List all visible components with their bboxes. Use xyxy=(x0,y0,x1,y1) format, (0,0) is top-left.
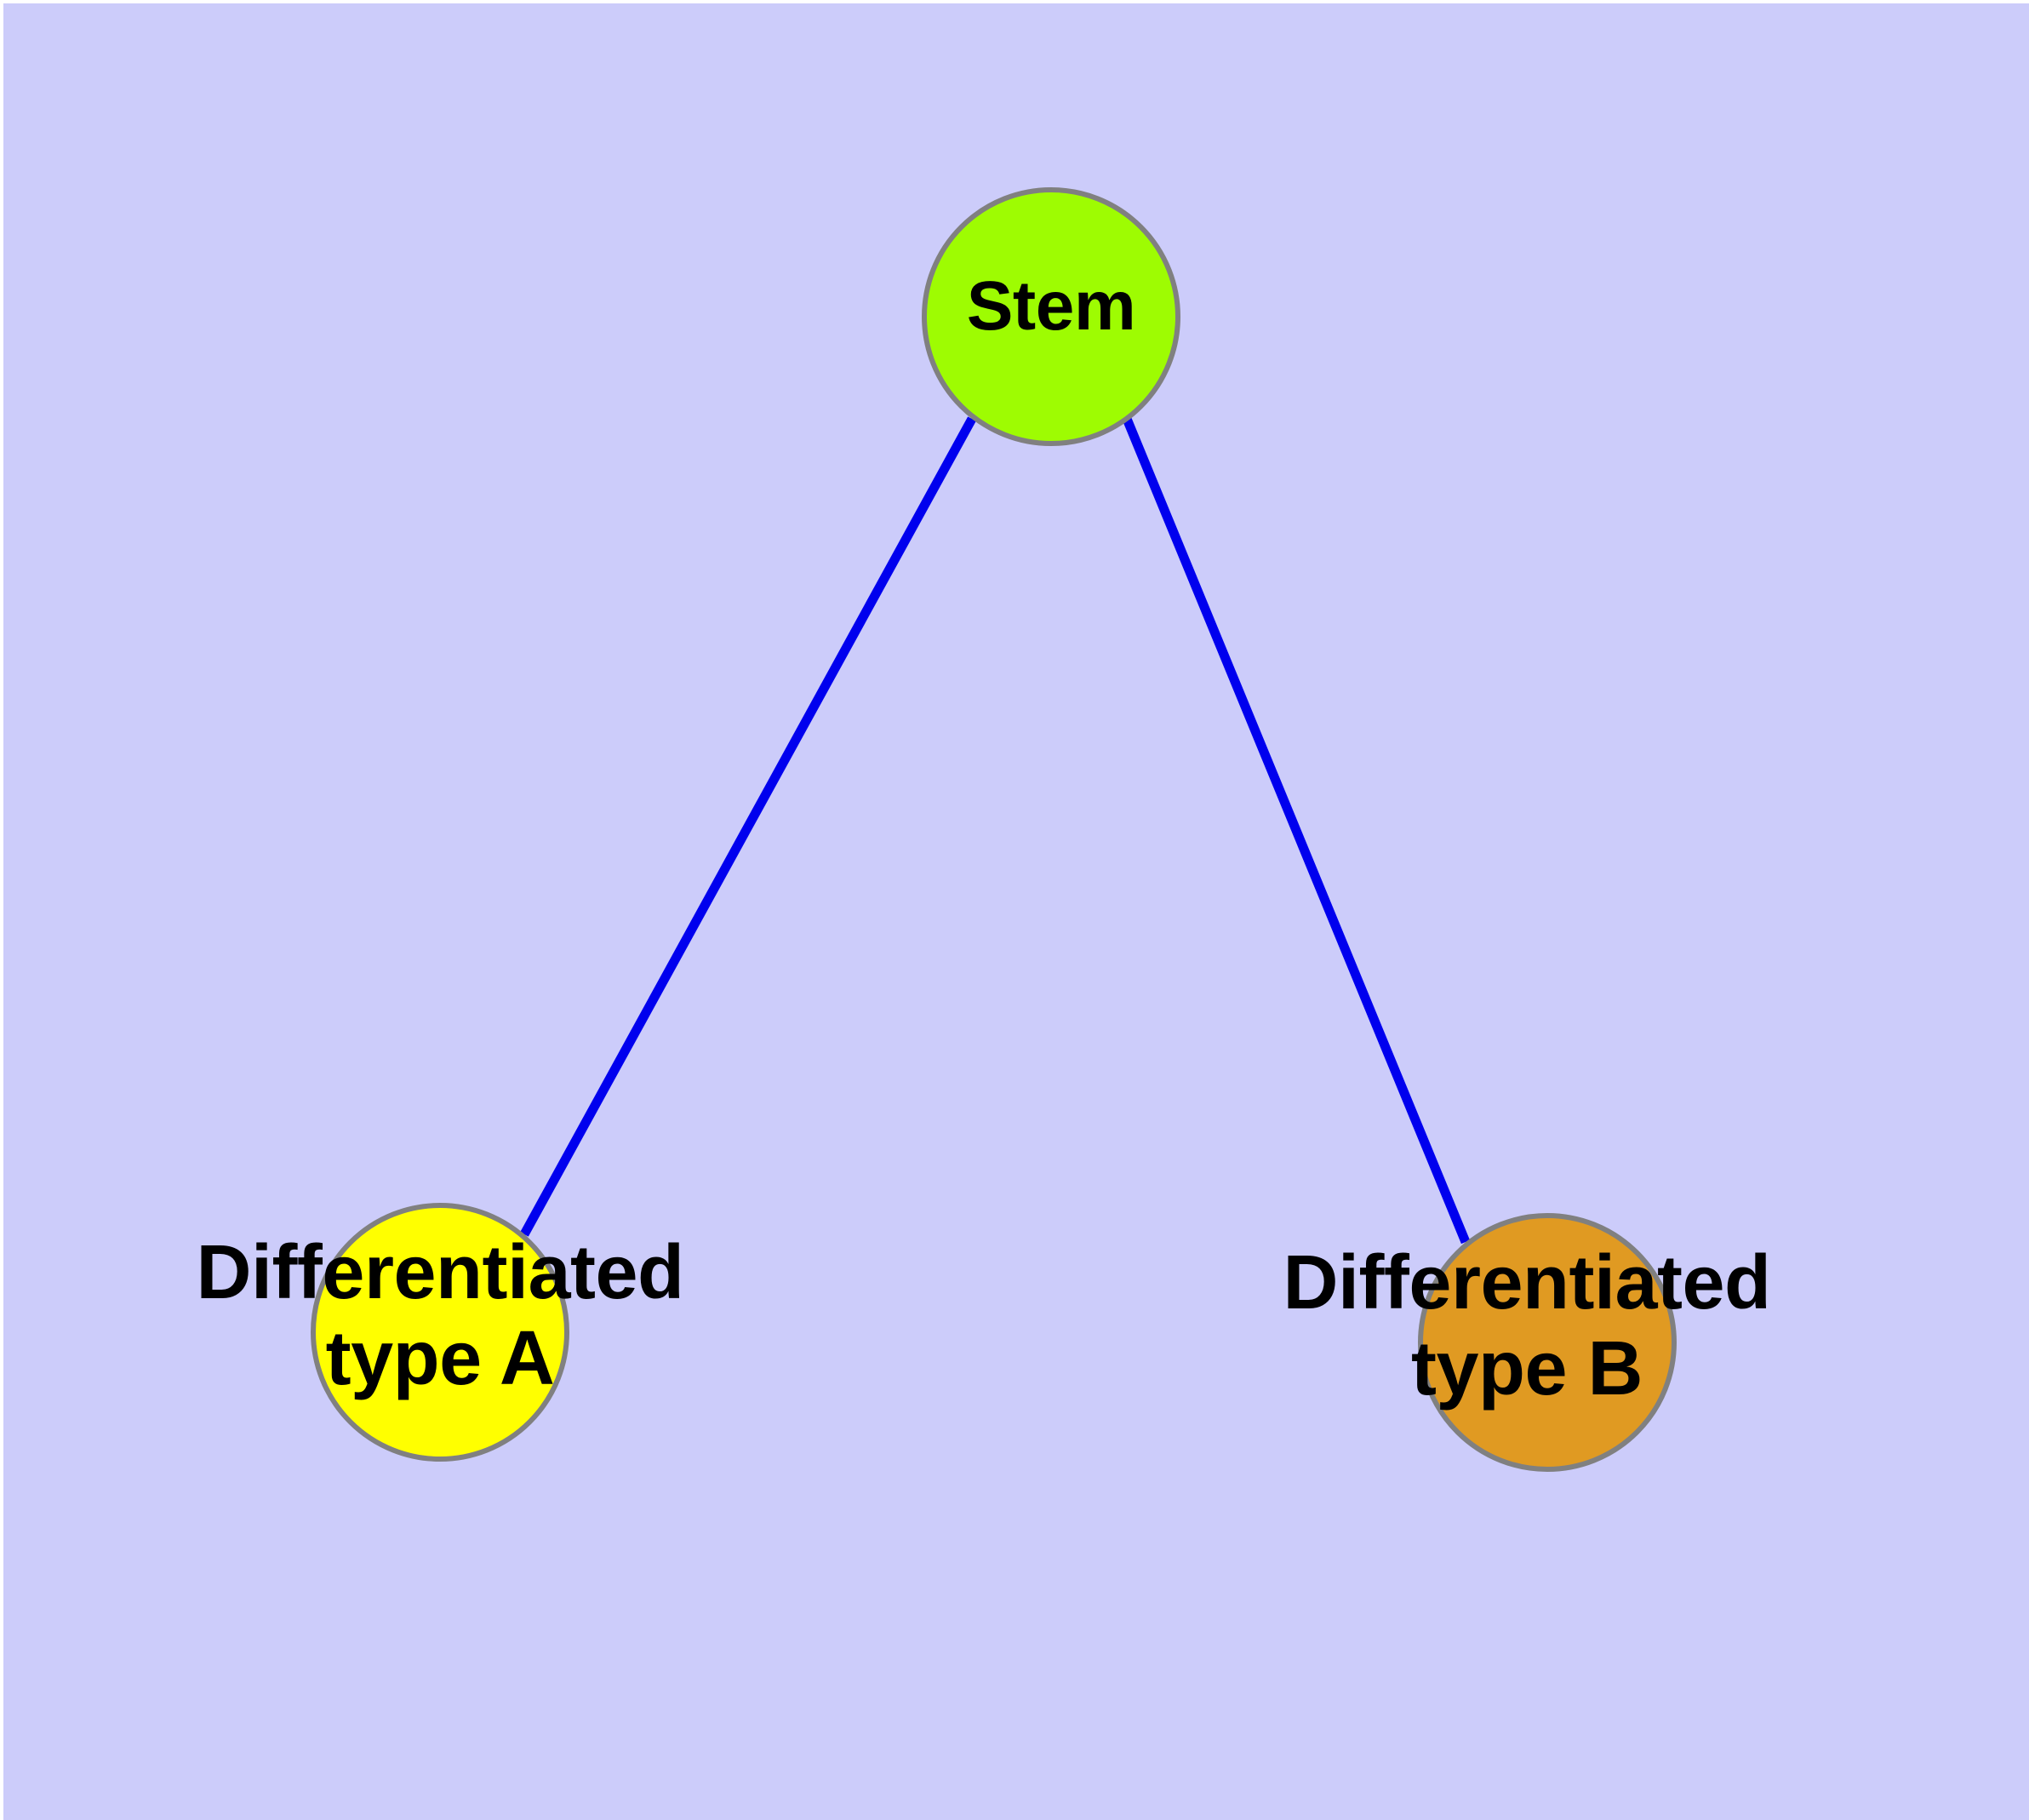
graph-edges-layer xyxy=(520,416,1471,1245)
node-differentiated-type-b[interactable] xyxy=(1418,1213,1677,1472)
node-differentiated-type-a[interactable] xyxy=(311,1203,569,1462)
edge-stem-to-differentiated-type-a xyxy=(520,416,976,1237)
node-stem[interactable] xyxy=(922,187,1180,446)
edge-stem-to-differentiated-type-b xyxy=(1122,416,1471,1245)
